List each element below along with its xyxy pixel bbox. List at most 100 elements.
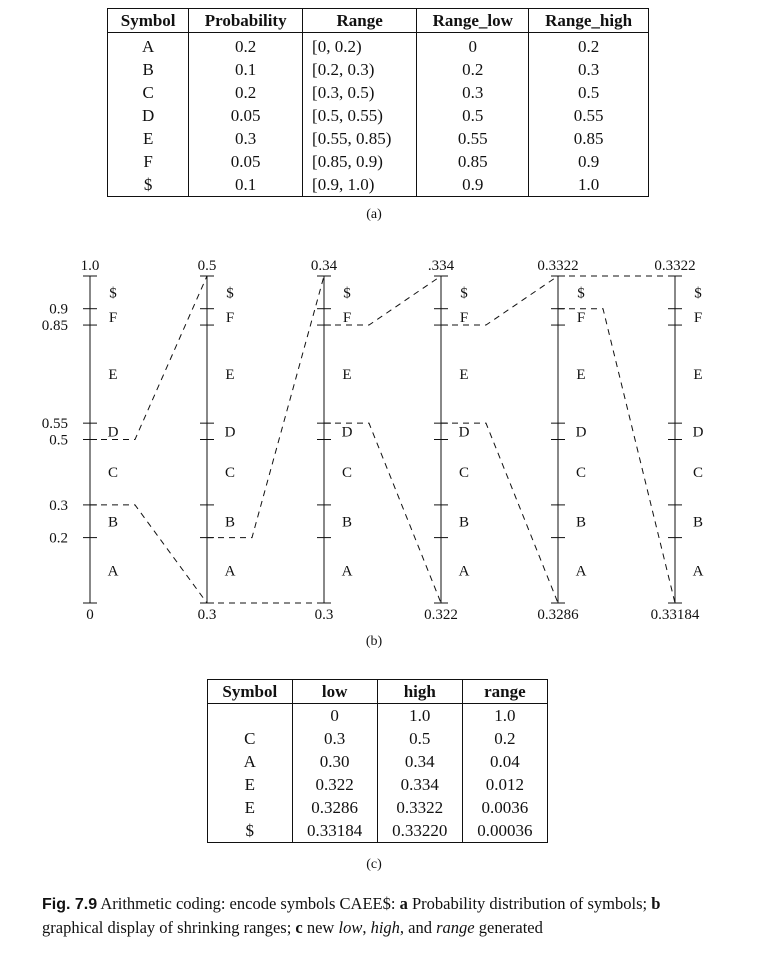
symbol-label: B: [342, 514, 352, 530]
table-cell: E: [244, 798, 255, 817]
table-cell: 0.00036: [461, 819, 548, 843]
symbol-label: $: [577, 285, 585, 301]
table-cell: 0.2: [188, 81, 303, 104]
symbol-label: $: [694, 285, 702, 301]
left-tick-label: 0.2: [49, 531, 68, 547]
table-cell: [0.5, 0.55): [302, 104, 417, 127]
axis-top-label: 0.3322: [654, 258, 695, 274]
range-connector-upper: [441, 275, 559, 326]
axis-bottom-label: 0.3286: [537, 607, 579, 623]
column-header: Range_high: [528, 8, 649, 33]
table-cell: 0.85: [528, 127, 649, 150]
table-cell: 0.1: [188, 173, 303, 197]
table-cell: D: [142, 106, 155, 125]
symbol-label: C: [459, 465, 469, 481]
caption-text: graphical display of shrinking ranges;: [42, 918, 296, 937]
axis-top-label: .334: [428, 258, 455, 274]
table-cell: 0.2: [416, 58, 529, 81]
symbol-label: D: [342, 424, 353, 440]
column-header: low: [291, 679, 378, 704]
left-tick-label: 0.55: [42, 416, 68, 432]
range-connector-upper: [324, 275, 442, 326]
table-cell: 0.2: [188, 32, 303, 58]
left-tick-label: 0.85: [42, 318, 68, 334]
table-cell: 0.2: [461, 727, 548, 750]
table-cell: C: [244, 729, 256, 748]
axis-bottom-label: 0.322: [424, 607, 458, 623]
table-cell: 0.3322: [376, 796, 463, 819]
shrinking-ranges-diagram: 1.00ABCDEF$0.50.3ABCDEF$0.340.3ABCDEF$.3…: [42, 258, 704, 623]
table-cell: 0.04: [461, 750, 548, 773]
table-cell: 0.85: [416, 150, 529, 173]
symbol-label: B: [576, 514, 586, 530]
symbol-label: F: [109, 310, 117, 326]
table-cell: B: [142, 60, 154, 79]
caption-text: Arithmetic coding: encode symbols CAEE$:: [97, 894, 400, 913]
symbol-label: D: [225, 424, 236, 440]
figure-caption: Fig. 7.9 Arithmetic coding: encode symbo…: [42, 892, 722, 939]
axis-bottom-label: 0.3: [198, 607, 217, 623]
symbol-label: C: [576, 465, 586, 481]
symbol-label: E: [225, 367, 234, 383]
caption-text: new: [302, 918, 339, 937]
column-header: Probability: [188, 8, 303, 33]
caption-marker-c: c: [295, 918, 303, 937]
symbol-label: A: [342, 563, 353, 579]
symbol-label: F: [577, 310, 585, 326]
range-connector-lower: [441, 422, 559, 604]
symbol-label: A: [108, 563, 119, 579]
symbol-label: $: [226, 285, 234, 301]
axis-bottom-label: 0: [86, 607, 94, 623]
subfigure-label-a: (a): [366, 207, 382, 222]
table-cell: 0.2: [528, 32, 649, 58]
table-cell: 0.55: [528, 104, 649, 127]
table-cell: 1.0: [528, 173, 649, 197]
axis-top-label: 0.5: [198, 258, 217, 274]
column-header: Range: [302, 8, 417, 33]
symbol-label: B: [459, 514, 469, 530]
symbol-label: D: [108, 424, 119, 440]
table-cell: [0.85, 0.9): [302, 150, 417, 173]
table-cell: 0.322: [291, 773, 378, 796]
symbol-label: A: [576, 563, 587, 579]
caption-text: generated: [474, 918, 543, 937]
figure-number: Fig. 7.9: [42, 896, 98, 913]
table-cell: 0.1: [188, 58, 303, 81]
table-cell: 0.3: [188, 127, 303, 150]
axis-bottom-label: 0.3: [315, 607, 334, 623]
table-header-row: Symbol Probability Range Range_low Range…: [107, 8, 649, 33]
table-cell: [0.2, 0.3): [302, 58, 417, 81]
column-header: range: [461, 679, 548, 704]
table-cell: E: [244, 775, 255, 794]
table-cell: 0.55: [416, 127, 529, 150]
table-cell: [0, 0.2): [302, 32, 417, 58]
table-cell: 0: [416, 32, 529, 58]
column-header: high: [376, 679, 463, 704]
table-cell: 0.3286: [291, 796, 378, 819]
symbol-label: C: [108, 465, 118, 481]
left-tick-label: 0.5: [49, 433, 68, 449]
caption-marker-b: b: [651, 894, 661, 913]
symbol-label: $: [109, 285, 117, 301]
symbol-label: E: [342, 367, 351, 383]
table-cell: 0.3: [291, 727, 378, 750]
table-cell: 0: [291, 703, 378, 727]
caption-marker-a: a: [399, 894, 408, 913]
symbol-label: E: [693, 367, 702, 383]
table-cell: 0.33220: [376, 819, 463, 843]
caption-text: Probability distribution of symbols;: [407, 894, 652, 913]
axis-bottom-label: 0.33184: [651, 607, 700, 623]
symbol-label: $: [343, 285, 351, 301]
table-cell: 0.3: [416, 81, 529, 104]
subfigure-label-c: (c): [366, 857, 382, 872]
table-cell: A: [142, 37, 155, 56]
